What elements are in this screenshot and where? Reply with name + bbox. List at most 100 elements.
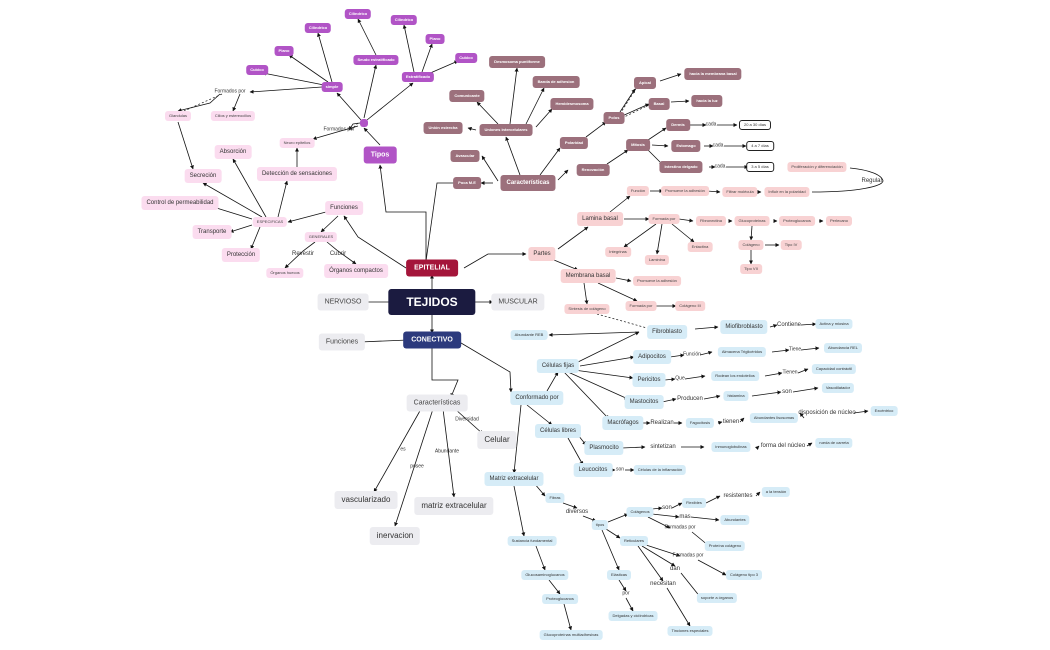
node-leucocitos[interactable]: Leucocitos — [573, 463, 613, 477]
node-dias-20-30[interactable]: 20 a 30 días — [738, 120, 772, 130]
node-hacia-membrana[interactable]: hacia la membrana basal — [684, 68, 742, 80]
node-simple-cubico[interactable]: Cubico — [246, 65, 268, 75]
node-seudo-estratificado[interactable]: Seudo estratificado — [353, 55, 399, 65]
node-formada-por-membrana[interactable]: Formada por — [625, 301, 657, 311]
node-sintesis-colageno[interactable]: Síntesis de colágeno — [564, 304, 610, 314]
node-soporte-organos[interactable]: soporte a órganos — [696, 593, 738, 603]
node-apical[interactable]: Apical — [633, 77, 657, 89]
node-comunicante[interactable]: Comunicante — [449, 90, 485, 102]
node-tipos-fibras[interactable]: tipos — [591, 520, 609, 530]
node-union-estrecha[interactable]: Unión estrecha — [423, 122, 463, 134]
node-pericitos[interactable]: Pericitos — [632, 373, 666, 387]
node-promueve-adhesion-1[interactable]: Promueve la adhesión — [661, 186, 709, 196]
node-tinciones-especiales[interactable]: Tinciones especiales — [667, 626, 713, 636]
node-colageno-iii[interactable]: Colágeno III — [675, 301, 705, 311]
node-almacena-trigliceridos[interactable]: Almacena Triglicéridos — [717, 347, 767, 357]
node-abundantes[interactable]: Abundantes — [720, 515, 750, 525]
node-sustancia-fundamental[interactable]: Sustancia fundamental — [507, 536, 557, 546]
node-vascularizado[interactable]: vascularizado — [334, 491, 398, 509]
node-organos-huecos[interactable]: Órganos huecos — [266, 268, 304, 278]
node-estratificado[interactable]: Estratificado — [401, 72, 435, 82]
node-inervacion[interactable]: inervacion — [369, 527, 421, 545]
node-banda-adhesion[interactable]: Banda de adhesion — [532, 76, 580, 88]
node-celular[interactable]: Celular — [477, 431, 517, 449]
node-polos[interactable]: Polos — [603, 112, 625, 124]
node-avascular[interactable]: Avascular — [450, 150, 480, 162]
node-deteccion[interactable]: Detección de sensaciones — [256, 167, 338, 181]
node-capacidad-contractil[interactable]: Capacidad contráctil — [811, 364, 857, 374]
node-abundantes-lisosomas[interactable]: Abundantes lisosomas — [749, 413, 799, 423]
node-conformado-por[interactable]: Conformado por — [510, 391, 564, 405]
node-mastocitos[interactable]: Mastocitos — [624, 395, 664, 409]
node-dias-4-7[interactable]: 4 a 7 días — [746, 141, 774, 151]
node-proteccion[interactable]: Protección — [221, 248, 261, 262]
node-fibras[interactable]: Fibras — [545, 493, 565, 503]
node-matriz-extracelular[interactable]: Matriz extracelular — [484, 472, 544, 486]
node-formada-por-lamina[interactable]: Formada por — [648, 214, 680, 224]
node-estomago[interactable]: Estomago — [671, 140, 701, 152]
node-integrinas[interactable]: Integrinas — [605, 247, 631, 257]
node-histamina[interactable]: histamina — [723, 391, 749, 401]
node-proteina-colageno[interactable]: Proteína colágeno — [704, 541, 746, 551]
node-promueve-adhesion-2[interactable]: Promueve la adhesión — [633, 276, 681, 286]
node-delgadas-cilindricas[interactable]: Delgadas y ciclíndricas — [608, 611, 658, 621]
node-especificas[interactable]: ESPECIFICAS — [252, 217, 288, 227]
root-node-tejidos[interactable]: TEJIDOS — [388, 289, 476, 315]
node-colageno-tipo-3[interactable]: Colágeno tipo 3 — [725, 570, 763, 580]
node-filtrar-molecula[interactable]: Filtrar molécula — [722, 187, 758, 197]
node-dermis[interactable]: Dermis — [666, 119, 690, 131]
node-colageno[interactable]: Colágeno — [738, 240, 764, 250]
node-desmosoma[interactable]: Desmosoma puntiforme — [489, 56, 545, 68]
node-muscular[interactable]: MUSCULAR — [491, 293, 545, 311]
node-partes[interactable]: Partes — [528, 247, 556, 261]
node-fibroblasto[interactable]: Fibroblasto — [647, 325, 687, 339]
node-laminina[interactable]: Laminina — [644, 255, 670, 265]
node-celulas-inflamacion[interactable]: Células de la inflamación — [633, 465, 687, 475]
node-excentrico[interactable]: Excéntrico — [870, 406, 898, 416]
node-tipo-vii[interactable]: Tipo VII — [740, 264, 762, 274]
node-glucoproteinas[interactable]: Glucoproteinas — [734, 216, 770, 226]
node-elasticas[interactable]: Elásticas — [606, 570, 632, 580]
node-epitelial[interactable]: EPITELIAL — [406, 259, 458, 277]
node-polaridad[interactable]: Polaridad — [559, 137, 589, 149]
node-estrat-cilindrico[interactable]: Cilíndrico — [390, 15, 418, 25]
node-tipos[interactable]: Tipos — [363, 146, 397, 164]
node-hacia-luz[interactable]: hacia la luz — [691, 95, 723, 107]
node-mitosis[interactable]: Mitosis — [626, 139, 650, 151]
node-abundancia-rel[interactable]: Abundancia REL — [823, 343, 863, 353]
node-colagenos[interactable]: Colágenos — [626, 507, 654, 517]
node-proteoglucanos-conectivo[interactable]: Proteoglucanos — [542, 594, 578, 604]
node-organos-compactos[interactable]: Órganos compactos — [324, 264, 388, 278]
node-fagocitosis[interactable]: Fagocitosis — [685, 418, 715, 428]
node-glucoproteinas-multiadhesivas[interactable]: Glucoproteínas multiadhesivas — [539, 630, 603, 640]
node-intestino-delgado[interactable]: Intestino delgado — [659, 161, 703, 173]
node-vasodilatador[interactable]: Vasodilatador — [821, 383, 855, 393]
node-miofibroblasto[interactable]: Miofibroblasto — [720, 320, 768, 334]
node-transporte[interactable]: Transporte — [192, 225, 232, 239]
node-simple-plano[interactable]: Plano — [274, 46, 294, 56]
node-neuro-epitelios[interactable]: Neuro epitelios — [279, 138, 315, 148]
node-nervioso[interactable]: NERVIOSO — [317, 293, 369, 311]
node-influir-polaridad[interactable]: Influir en la polaridad — [764, 187, 810, 197]
node-lamina-basal[interactable]: Lamina basal — [577, 212, 623, 226]
node-conectivo[interactable]: CONECTIVO — [403, 331, 461, 349]
node-estrat-cubico[interactable]: Cubico — [455, 53, 477, 63]
node-flexibles[interactable]: Flexibles — [682, 498, 706, 508]
node-a-la-tension[interactable]: a la tensión — [761, 487, 791, 497]
node-actina-miosina[interactable]: Actina y miosina — [815, 319, 853, 329]
node-glucosaminoglucanos[interactable]: Glucosaminoglucanos — [521, 570, 569, 580]
node-matriz-extracelular-abundante[interactable]: matriz extracelular — [414, 497, 494, 515]
node-rodean-endotelios[interactable]: Rodean los endotelios — [711, 371, 759, 381]
node-simple-cilindrico[interactable]: Cilindrico — [304, 23, 332, 33]
node-tipo-iv[interactable]: Tipo IV — [780, 240, 802, 250]
node-uniones-intercelulares[interactable]: Uniones intercelulares — [479, 124, 533, 136]
node-abundante-reb[interactable]: Abundante REB — [510, 330, 548, 340]
node-fibronectina[interactable]: Fibronectina — [695, 216, 727, 226]
node-funcion-lamina[interactable]: Función — [626, 186, 650, 196]
node-glandulas[interactable]: Glandulas — [164, 111, 192, 121]
node-caracteristicas-epitelial[interactable]: Características — [500, 175, 556, 191]
node-estrat-plano[interactable]: Plano — [425, 34, 445, 44]
node-cilios[interactable]: Cilios y estereocilios — [210, 111, 256, 121]
node-inmunoglobulinas[interactable]: inmunoglobulinas — [711, 442, 751, 452]
node-seudo-cilindrico[interactable]: Cilíndrico — [344, 9, 372, 19]
